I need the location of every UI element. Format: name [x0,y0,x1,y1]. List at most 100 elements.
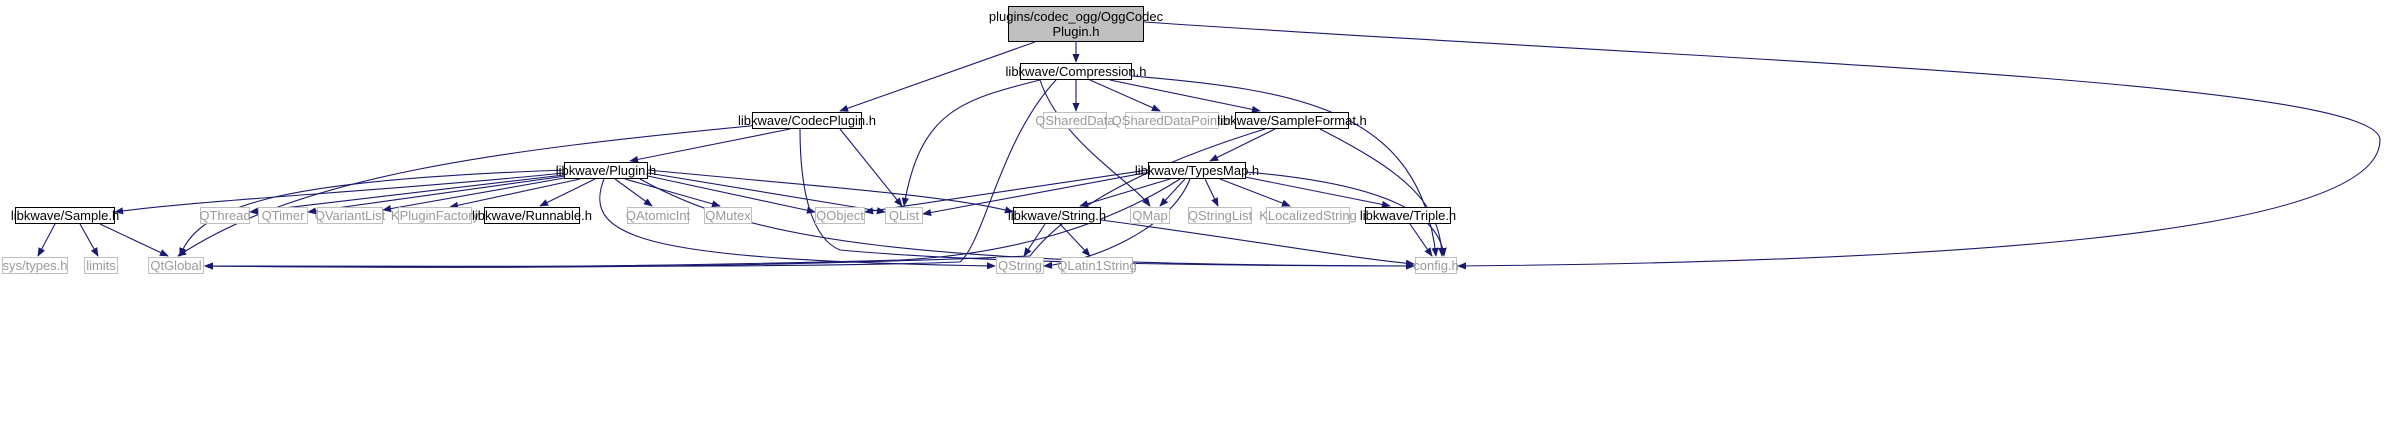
edge-plugin-config [639,178,1415,270]
node-label: QTimer [261,208,305,223]
node-triple-h[interactable]: libkwave/Triple.h [1360,207,1456,224]
node-qtimer: QTimer [258,207,308,224]
node-oggcodecplugin-h: plugins/codec_ogg/OggCodec Plugin.h [989,6,1163,42]
node-codecplugin-h[interactable]: libkwave/CodecPlugin.h [738,112,876,129]
edge-plugin-string [647,169,1014,214]
edge-typesmap-klocalizedstring [1219,178,1291,207]
edge-sample-systypes [37,223,56,257]
edge-root-codecplugin [839,41,1036,112]
edge-typesmap-qlist [922,171,1151,217]
node-runnable-h[interactable]: libkwave/Runnable.h [472,207,592,224]
edge-typesmap-qmap [1159,178,1186,207]
edge-compression-qlist [901,79,1041,207]
node-qlist: QList [885,207,923,224]
node-systypes-h: sys/types.h [2,257,68,274]
node-limits: limits [84,257,118,274]
node-qstring: QString [996,257,1044,274]
node-label: libkwave/CodecPlugin.h [737,113,877,128]
node-label: QMutex [705,208,751,223]
edge-compression-qglobal [204,79,1057,270]
node-qlatin1string: QLatin1String [1057,257,1137,274]
edge-typesmap-qstringlist [1204,178,1219,207]
node-sample-h[interactable]: libkwave/Sample.h [11,207,119,224]
node-kpluginfactory: KPluginFactory [391,207,479,224]
edge-sample-limits [79,223,99,257]
edge-plugin-qmutex [624,178,721,208]
node-qshareddata: QSharedData [1035,112,1115,129]
edge-plugin-qtimer [307,175,567,215]
edge-sample-qglobal [99,223,169,257]
node-label: libkwave/Sample.h [10,208,120,223]
edge-typesmap-qglobal [204,178,1181,270]
edge-plugin-qlist [647,172,886,215]
edge-typesmap-qobject [864,169,1149,215]
node-qmap: QMap [1130,207,1170,224]
node-qshareddatapointer: QSharedDataPointer [1112,112,1232,129]
edge-sampleformat-config [1319,128,1446,257]
node-label: QAtomicInt [625,208,691,223]
node-label: QObject [816,208,864,223]
edge-string-config [1100,219,1415,267]
node-label: QMap [1132,208,1168,223]
node-label: QThread [199,208,251,223]
edge-codecplugin-plugin [629,128,791,163]
node-label: QString [997,258,1043,273]
node-label: KLocalizedString [1259,208,1357,223]
node-label: QStringList [1187,208,1253,223]
node-string-h[interactable]: libkwave/String.h [1008,207,1106,224]
node-typesmap-h[interactable]: libkwave/TypesMap.h [1135,162,1259,179]
edge-codecplugin-qlist [839,128,903,207]
node-label: limits [86,258,116,273]
node-label: libkwave/Triple.h [1359,208,1457,223]
edge-compression-sampleformat [1109,79,1261,113]
node-qvariantlist: QVariantList [314,207,386,224]
node-qmutex: QMutex [704,207,752,224]
node-qobject: QObject [815,207,865,224]
node-label: libkwave/TypesMap.h [1134,163,1260,178]
edge-plugin-qstring [599,178,996,270]
node-qtglobal: QtGlobal [148,257,204,274]
edge-compression-shareddatapointer [1089,79,1161,112]
node-label: QLatin1String [1057,258,1137,273]
node-label: config.h [1413,258,1459,273]
edge-plugin-qobject [647,175,816,214]
node-label: QVariantList [314,208,386,223]
edge-compression-qmap [1039,79,1151,207]
node-label: libkwave/Compression.h [1005,64,1147,79]
node-label: QSharedData [1035,113,1115,128]
edge-string-qstring [1023,223,1046,257]
node-label: KPluginFactory [390,208,480,223]
edge-typesmap-triple [1239,175,1391,208]
node-label: QSharedDataPointer [1111,113,1233,128]
node-label: QList [888,208,920,223]
node-sampleformat-h[interactable]: libkwave/SampleFormat.h [1217,112,1367,129]
node-qstringlist: QStringList [1188,207,1252,224]
node-label: libkwave/String.h [1007,208,1107,223]
node-label: libkwave/Plugin.h [555,163,657,178]
edge-triple-config [1409,223,1433,257]
edge-typesmap-string [1079,178,1171,208]
node-label: libkwave/Runnable.h [472,208,592,223]
edge-root-config [1143,21,2381,270]
node-klocalizedstring: KLocalizedString [1259,207,1357,224]
edge-plugin-kpluginfactory [449,178,581,209]
node-config-h: config.h [1413,257,1459,274]
node-label: libkwave/SampleFormat.h [1217,113,1367,128]
edge-typesmap-config [1245,171,1447,257]
node-compression-h[interactable]: libkwave/Compression.h [1006,63,1146,80]
node-plugin-h[interactable]: libkwave/Plugin.h [556,162,656,179]
edge-plugin-qglobal [179,169,565,257]
node-label: QtGlobal [150,258,202,273]
edge-string-qlatin1string [1059,223,1091,257]
edge-plugin-sample [114,172,565,215]
node-qatomicint: QAtomicInt [625,207,691,224]
node-qthread: QThread [199,207,251,224]
node-label: sys/types.h [2,258,68,273]
edge-sampleformat-typesmap [1209,128,1276,162]
edge-plugin-qthread [249,174,565,215]
edge-codecplugin-qglobal [177,124,761,257]
edge-plugin-qatomicint [614,178,653,207]
edge-plugin-qvariantlist [382,176,571,213]
node-label: plugins/codec_ogg/OggCodec Plugin.h [988,9,1164,39]
